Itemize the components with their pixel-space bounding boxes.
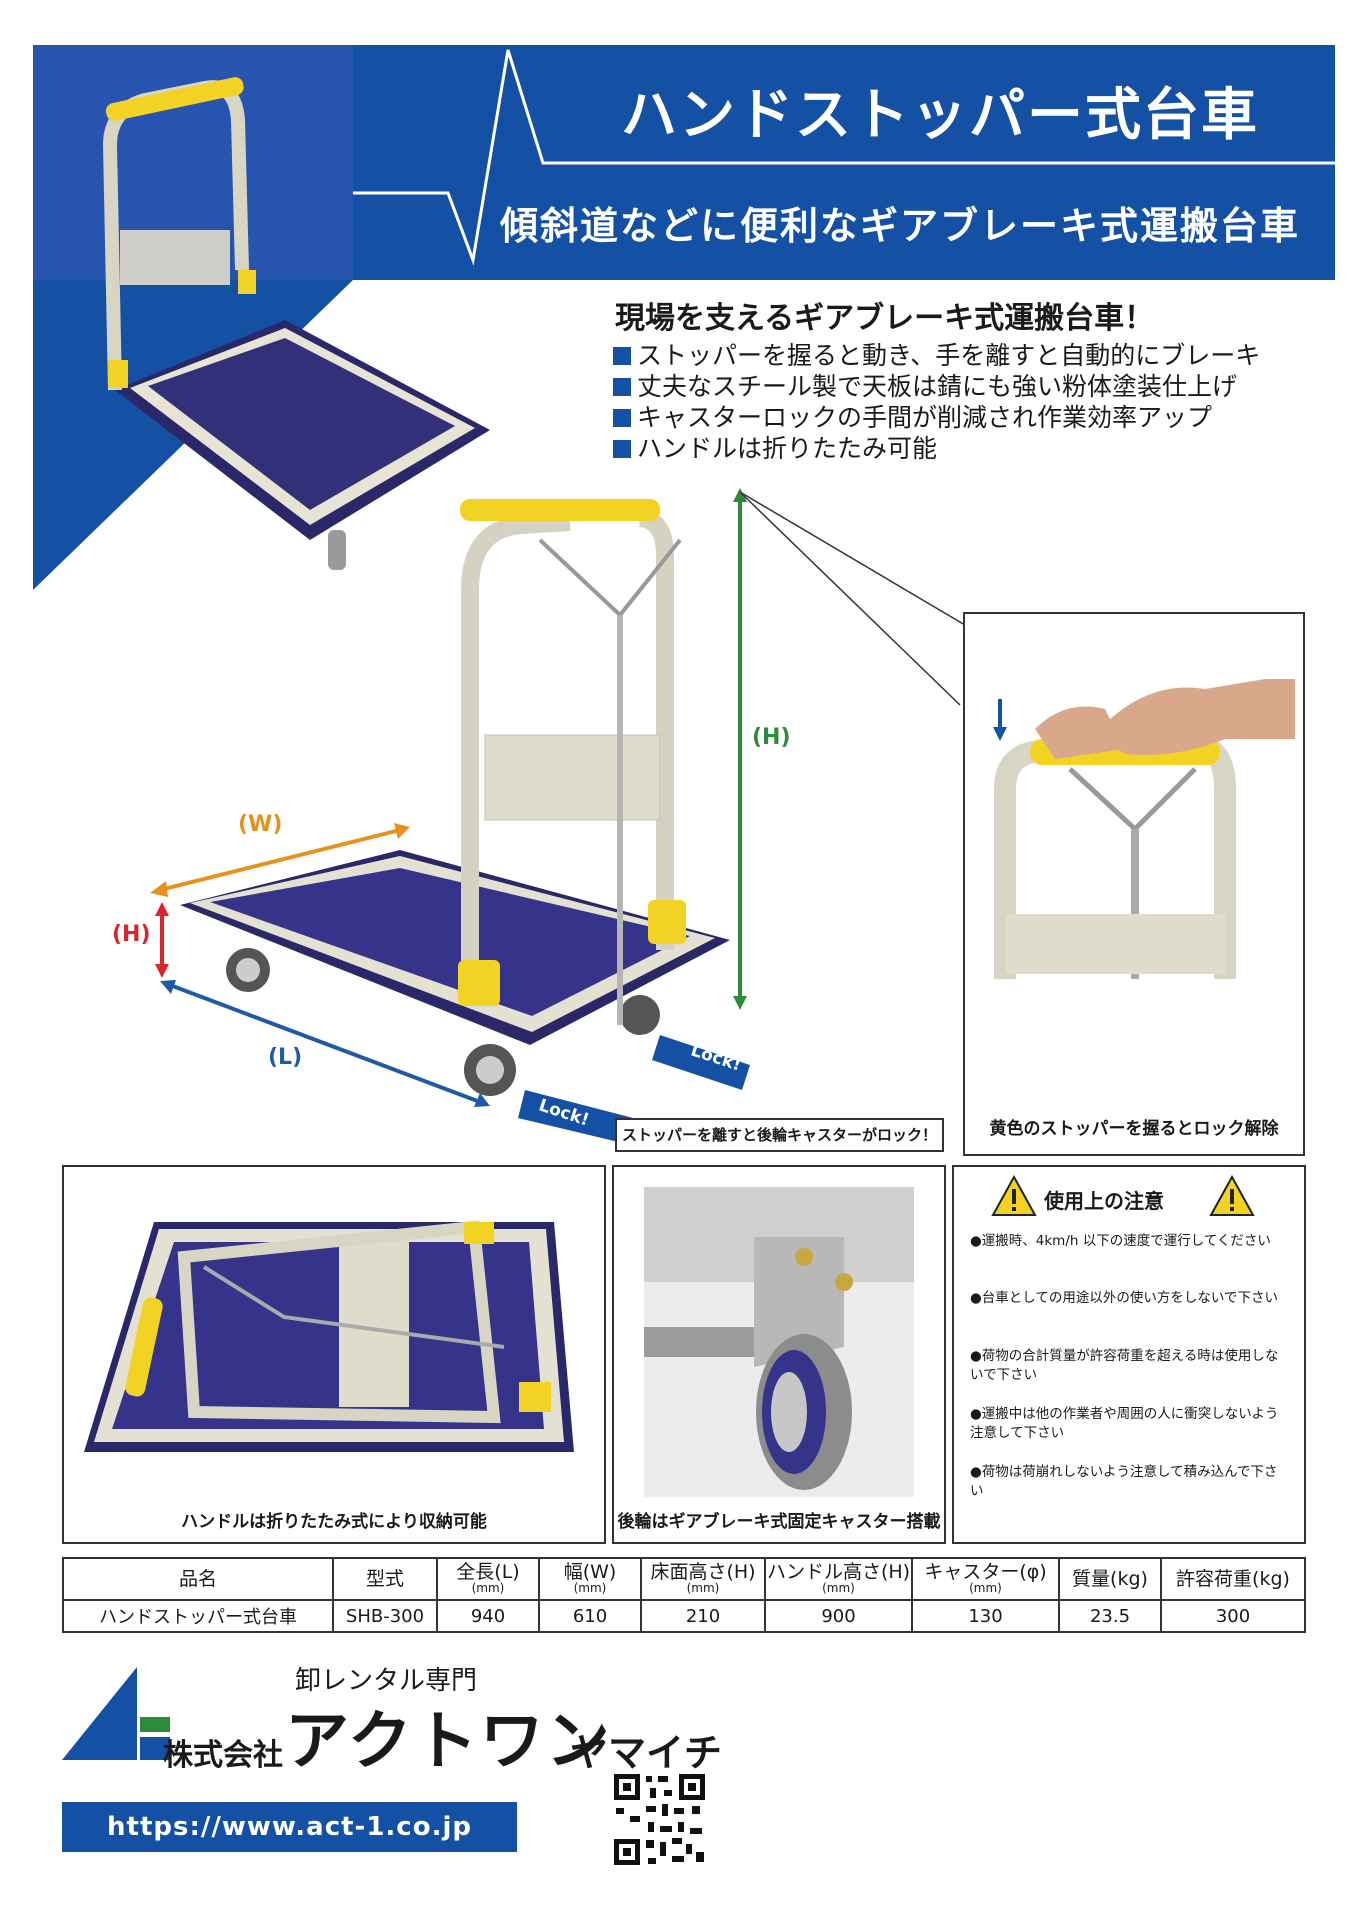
release-caption: ストッパーを離すと後輪キャスターがロック！: [615, 1118, 944, 1152]
feature-item: キャスターロックの手間が削減され作業効率アップ: [613, 402, 1212, 433]
folded-panel: ハンドルは折りたたみ式により収納可能: [62, 1165, 606, 1544]
company-name: アクトワン: [285, 1705, 612, 1779]
table-cell: SHB-300: [332, 1599, 438, 1633]
table-cell: 940: [436, 1599, 540, 1633]
column-header: 幅(W)(mm): [538, 1557, 642, 1601]
width-label: (W): [238, 812, 283, 837]
column-header: 質量(kg): [1058, 1557, 1162, 1601]
feature-item: ストッパーを握ると動き、手を離すと自動的にブレーキ: [613, 340, 1260, 371]
caster-photo: [644, 1187, 914, 1497]
grip-caption: 黄色のストッパーを握るとロック解除: [989, 1119, 1279, 1139]
table-cell: 610: [538, 1599, 642, 1633]
feature-item: ハンドルは折りたたみ可能: [613, 433, 937, 464]
caster-caption: 後輪はギアブレーキ式固定キャスター搭載: [617, 1512, 941, 1532]
caution-item: ●荷物は荷崩れしないよう注意して積み込んで下さい: [970, 1464, 1278, 1499]
caution-item: ●運搬時、4km/h 以下の速度で運行してください: [970, 1233, 1271, 1249]
table-cell: 23.5: [1058, 1599, 1162, 1633]
folded-caption: ハンドルは折りたたみ式により収納可能: [181, 1512, 487, 1532]
table-header-row: 品名 型式 全長(L)(mm) 幅(W)(mm) 床面高さ(H)(mm) ハンド…: [62, 1557, 1306, 1601]
grip-photo: [975, 679, 1295, 979]
floor-height-label: (H): [112, 922, 151, 947]
handle-height-label: (H): [752, 725, 791, 750]
length-label: (L): [268, 1045, 303, 1070]
spec-table: 品名 型式 全長(L)(mm) 幅(W)(mm) 床面高さ(H)(mm) ハンド…: [62, 1557, 1306, 1633]
company-logo-icon: [62, 1667, 170, 1760]
column-header: キャスター(φ)(mm): [911, 1557, 1060, 1601]
column-header: 全長(L)(mm): [436, 1557, 540, 1601]
feature-item: 丈夫なスチール製で天板は錆にも強い粉体塗装仕上げ: [613, 371, 1237, 402]
caution-item: ●荷物の合計質量が許容荷重を超える時は使用しないで下さい: [970, 1348, 1279, 1383]
cart-photo-top: [102, 77, 490, 570]
bullet-square-icon: [613, 378, 631, 396]
caution-item: ●運搬中は他の作業者や周囲の人に衝突しないよう注意して下さい: [970, 1406, 1279, 1441]
bullet-square-icon: [613, 347, 631, 365]
bullet-square-icon: [613, 409, 631, 427]
company-tagline: 卸レンタル専門: [295, 1666, 478, 1696]
page-subtitle: 傾斜道などに便利なギアブレーキ式運搬台車: [499, 204, 1300, 248]
company-suffix: ヤマイチ: [570, 1731, 723, 1775]
grip-detail-panel: 黄色のストッパーを握るとロック解除: [963, 612, 1305, 1156]
warning-icon: [1209, 1175, 1255, 1216]
bullet-square-icon: [613, 440, 631, 458]
column-header: 床面高さ(H)(mm): [640, 1557, 766, 1601]
column-header: ハンドル高さ(H)(mm): [764, 1557, 913, 1601]
table-row: ハンドストッパー式台車 SHB-300 940 610 210 900 130 …: [62, 1599, 1306, 1633]
caster-panel: 後輪はギアブレーキ式固定キャスター搭載: [612, 1165, 946, 1544]
folded-cart-photo: [84, 1220, 574, 1452]
table-cell: 300: [1160, 1599, 1306, 1633]
warning-icon: [991, 1175, 1037, 1216]
company-url-link[interactable]: https://www.act-1.co.jp: [62, 1802, 517, 1852]
column-header: 品名: [62, 1557, 334, 1601]
table-cell: 900: [764, 1599, 913, 1633]
table-cell: 130: [911, 1599, 1060, 1633]
caution-item: ●台車としての用途以外の使い方をしないで下さい: [970, 1290, 1278, 1306]
company-prefix: 株式会社: [163, 1738, 283, 1773]
caution-title: 使用上の注意: [1044, 1189, 1164, 1213]
caution-panel: 使用上の注意 ●運搬時、4km/h 以下の速度で運行してください ●台車としての…: [952, 1165, 1306, 1544]
table-cell: ハンドストッパー式台車: [62, 1599, 334, 1633]
page-title: ハンドストッパー式台車: [621, 83, 1259, 148]
column-header: 型式: [332, 1557, 438, 1601]
cart-dimension-diagram: [150, 488, 966, 1150]
intro-headline: 現場を支えるギアブレーキ式運搬台車！: [615, 301, 1155, 336]
table-cell: 210: [640, 1599, 766, 1633]
column-header: 許容荷重(kg): [1160, 1557, 1306, 1601]
qr-code-icon[interactable]: [612, 1772, 707, 1867]
